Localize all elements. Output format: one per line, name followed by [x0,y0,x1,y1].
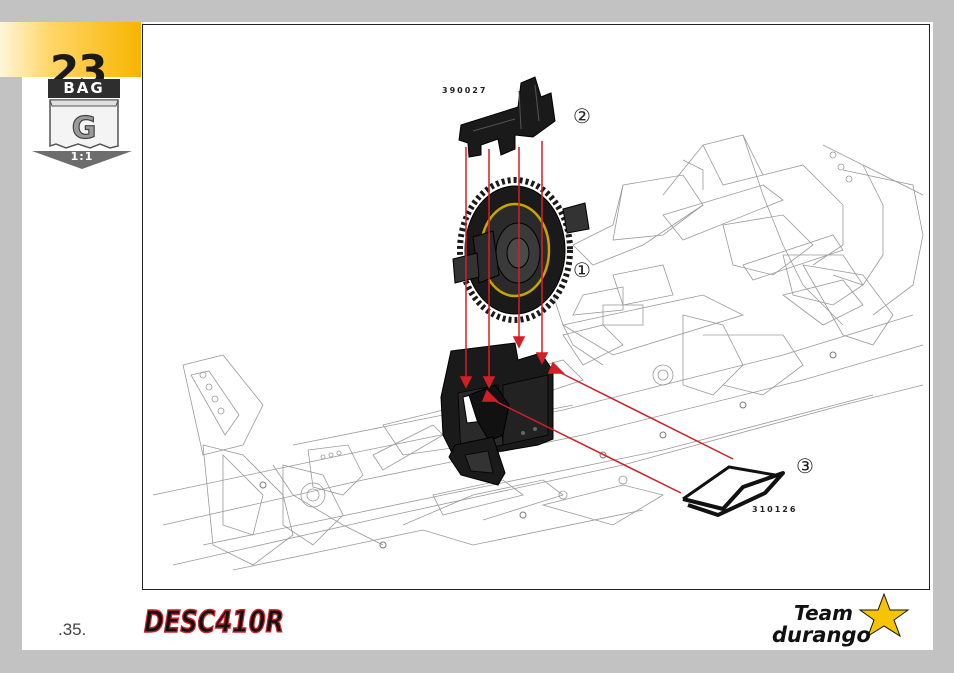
scale-label: 1:1 [32,150,132,164]
bag-icon: G [48,98,120,150]
step-tab: 23 [0,22,141,77]
part-number-390027: 390027 [442,86,487,95]
team-durango-logo: Team durango [766,592,926,650]
team-logo-line1: Team [794,601,853,625]
bag-indicator: BAG G [48,79,120,149]
differential-gear [453,180,589,320]
gearbox-case [441,343,553,485]
team-logo-line2: durango [772,623,871,647]
callout-3: ③ [796,456,814,476]
bag-letter: G [72,111,97,146]
assembly-diagram [142,24,930,590]
callout-1: ① [573,260,591,280]
page-number: .35. [58,620,86,640]
bag-label: BAG [48,79,120,98]
desc-logo-text: DESC410R [144,605,284,638]
desc410r-logo: DESC410R [142,598,292,638]
part-number-310126: 310126 [752,505,797,514]
callout-2: ② [573,106,591,126]
diagram-drawing [143,25,930,590]
